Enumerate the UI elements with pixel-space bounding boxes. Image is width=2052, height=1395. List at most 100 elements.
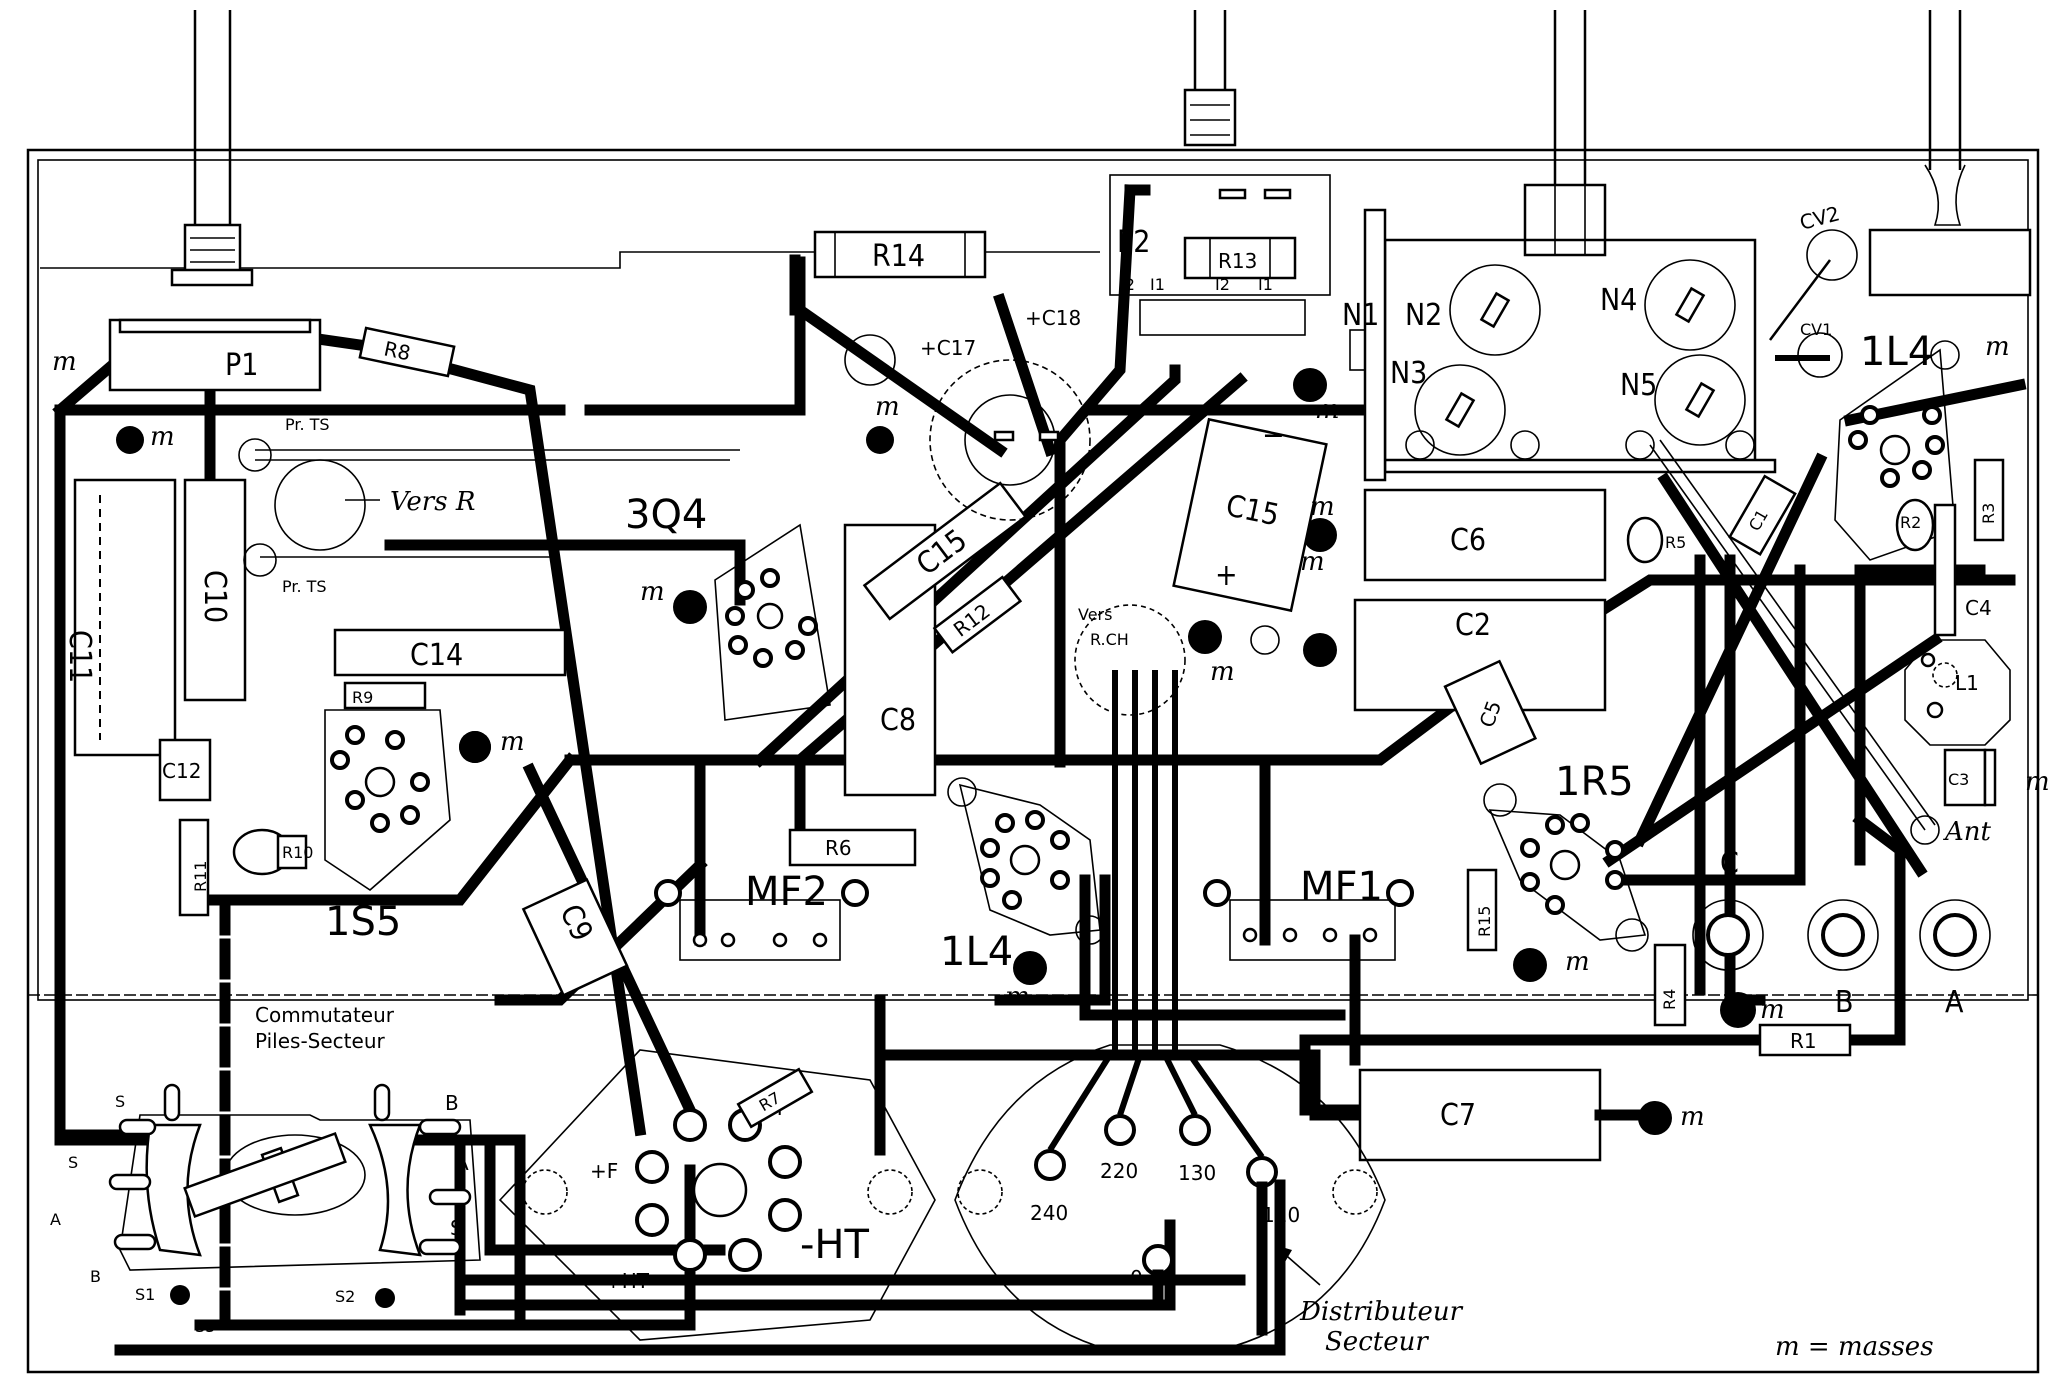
svg-text:0: 0 bbox=[1130, 1266, 1143, 1290]
svg-text:C2: C2 bbox=[1455, 608, 1491, 643]
resistor-r6: R6 bbox=[788, 828, 917, 867]
tube-1r5: 1R5 m bbox=[1483, 759, 1649, 977]
tube-1s5-label: 1S5 bbox=[325, 899, 401, 945]
mains-distributor: 240 220 130 110 0 Distributeur Secteur bbox=[954, 1044, 1464, 1357]
svg-text:S: S bbox=[450, 1216, 463, 1240]
resistor-r7: R7 bbox=[736, 1067, 814, 1129]
potentiometer-p2: P2 R13 I2 I1 I2 I1 m bbox=[1109, 174, 1340, 425]
ground-dot bbox=[1303, 633, 1337, 667]
svg-text:+C17: +C17 bbox=[920, 336, 976, 360]
tuning-gang: N1 N2 N3 N4 N5 CV2 CV1 bbox=[1342, 201, 1858, 482]
svg-text:+F: +F bbox=[590, 1159, 618, 1183]
svg-text:S: S bbox=[68, 1153, 78, 1172]
svg-text:m: m bbox=[1005, 982, 1030, 1012]
svg-text:C: C bbox=[1720, 846, 1739, 881]
potentiometer-p1: P1 bbox=[108, 318, 322, 392]
capacitor-c5: C5 bbox=[1443, 659, 1538, 766]
resistor-r5: R5 bbox=[1626, 516, 1686, 564]
ground-dot bbox=[866, 426, 894, 454]
svg-text:m: m bbox=[1310, 492, 1335, 522]
switch-piles-secteur: Commutateur Piles-Secteur S S A B B A S … bbox=[50, 1003, 481, 1336]
capacitor-c17-c18: +C17 +C18 m bbox=[844, 306, 1091, 521]
svg-text:R.CH: R.CH bbox=[1090, 630, 1129, 649]
capacitor-c6: C6 bbox=[1363, 488, 1607, 582]
svg-text:m: m bbox=[1210, 657, 1235, 687]
svg-text:C14: C14 bbox=[410, 638, 463, 673]
transformer-mf1: MF1 bbox=[1203, 864, 1414, 961]
svg-text:S1: S1 bbox=[135, 1285, 155, 1304]
svg-text:−: − bbox=[1262, 418, 1285, 453]
svg-text:A: A bbox=[455, 1151, 469, 1175]
svg-text:Vers: Vers bbox=[1078, 605, 1112, 624]
svg-text:I2: I2 bbox=[1215, 275, 1230, 294]
svg-text:m: m bbox=[875, 392, 900, 422]
tap-130 bbox=[1179, 1114, 1211, 1146]
svg-text:I2: I2 bbox=[1120, 275, 1135, 294]
svg-text:Vers R: Vers R bbox=[390, 487, 475, 517]
ground-dot bbox=[1720, 992, 1756, 1028]
resistor-r1: R1 bbox=[1758, 1023, 1852, 1057]
svg-text:m: m bbox=[1565, 947, 1590, 977]
svg-text:R13: R13 bbox=[1218, 249, 1257, 273]
ground-labels: m m m bbox=[52, 347, 1335, 522]
svg-text:S: S bbox=[115, 1092, 125, 1111]
svg-text:m: m bbox=[640, 577, 665, 607]
ground-dot bbox=[1306, 383, 1310, 387]
transformer-mf2: MF2 bbox=[654, 869, 869, 961]
svg-text:R1: R1 bbox=[1790, 1029, 1817, 1053]
ground-dot bbox=[1188, 620, 1222, 654]
mf2-label: MF2 bbox=[745, 869, 828, 915]
tube-1s5: m 1S5 bbox=[324, 709, 525, 945]
svg-text:R3: R3 bbox=[1979, 503, 1998, 524]
svg-text:C6: C6 bbox=[1450, 523, 1486, 558]
capacitor-c15-electrolytic: C15 − + m m bbox=[1172, 417, 1328, 687]
resistor-r15: R15 bbox=[1466, 868, 1498, 952]
shaft-cv bbox=[1523, 10, 1607, 257]
mf1-label: MF1 bbox=[1300, 864, 1383, 910]
resistor-r8: R8 bbox=[358, 326, 456, 378]
svg-text:m: m bbox=[500, 727, 525, 757]
svg-text:-HT: -HT bbox=[800, 1222, 870, 1268]
svg-text:Pr. TS: Pr. TS bbox=[285, 415, 330, 434]
svg-text:L1: L1 bbox=[1955, 671, 1979, 695]
resistor-r9: R9 bbox=[343, 681, 427, 710]
resistor-r2: R2 bbox=[1895, 498, 1935, 552]
svg-text:B: B bbox=[445, 1091, 459, 1115]
ground-dot bbox=[1303, 518, 1337, 552]
svg-text:B: B bbox=[1835, 985, 1854, 1020]
shaft-switch bbox=[1868, 10, 2032, 297]
svg-text:m: m bbox=[1680, 1102, 1705, 1132]
svg-text:m: m bbox=[1315, 395, 1340, 425]
p2-label: P2 bbox=[1117, 225, 1150, 260]
ground-dot bbox=[673, 590, 707, 624]
svg-text:Piles-Secteur: Piles-Secteur bbox=[255, 1029, 385, 1053]
capacitor-c11: C11 bbox=[62, 478, 177, 757]
terminal-c: C m bbox=[1692, 846, 1785, 1025]
legend: m = masses bbox=[1775, 1332, 1934, 1362]
terminal-b: B bbox=[1807, 899, 1879, 1020]
svg-text:m: m bbox=[1760, 995, 1785, 1025]
capacitor-c9: C9 bbox=[521, 877, 629, 997]
svg-text:m: m bbox=[150, 422, 175, 452]
svg-text:240: 240 bbox=[1030, 1201, 1068, 1225]
svg-text:CV1: CV1 bbox=[1800, 320, 1832, 339]
ground-dot bbox=[1513, 948, 1547, 982]
svg-text:m: m bbox=[1985, 332, 2010, 362]
capacitor-c14: C14 bbox=[333, 628, 567, 677]
svg-text:S2: S2 bbox=[335, 1287, 355, 1306]
svg-text:C11: C11 bbox=[62, 630, 97, 683]
tube-1r5-label: 1R5 bbox=[1555, 759, 1634, 805]
svg-text:R5: R5 bbox=[1665, 533, 1686, 552]
svg-text:N3: N3 bbox=[1390, 356, 1427, 391]
svg-text:m: m bbox=[52, 347, 77, 377]
svg-text:C10: C10 bbox=[197, 570, 232, 623]
annotations-left: Pr. TS Vers R Pr. TS bbox=[238, 415, 740, 596]
svg-text:S3: S3 bbox=[195, 1317, 215, 1336]
capacitor-c7: C7 m bbox=[1358, 1068, 1705, 1162]
svg-text:R9: R9 bbox=[352, 688, 373, 707]
svg-text:I1: I1 bbox=[1258, 275, 1273, 294]
tube-1l4-rf-label: 1L4 bbox=[1860, 329, 1933, 375]
resistor-r14: R14 bbox=[813, 230, 987, 279]
p1-label: P1 bbox=[225, 348, 258, 383]
